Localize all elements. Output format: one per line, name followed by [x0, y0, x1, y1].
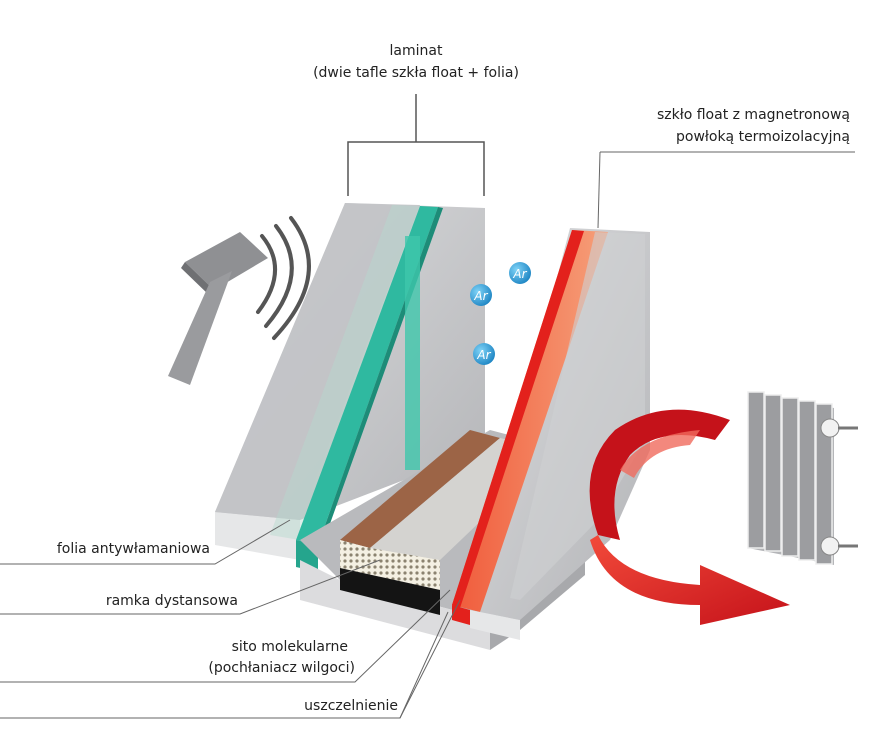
spacer-label: ramka dystansowa — [105, 593, 238, 609]
impact-waves-icon — [256, 216, 311, 340]
foil-label: folia antywłamaniowa — [56, 541, 210, 557]
leader-lines — [0, 151, 855, 719]
argon-label: Ar — [512, 267, 527, 281]
sieve-label-line2: (pochłaniacz wilgoci) — [208, 660, 355, 676]
argon-molecule: Ar — [470, 284, 492, 306]
laminate-subtitle: (dwie tafle szkła float + folia) — [313, 65, 519, 81]
anti-burglary-foil — [296, 206, 443, 572]
argon-label: Ar — [473, 289, 488, 303]
laminate-bracket — [347, 94, 485, 196]
coated-glass-label-line2: powłoką termoizolacyjną — [676, 129, 850, 145]
argon-label: Ar — [476, 348, 491, 362]
radiator-icon — [747, 391, 858, 565]
hammer-icon — [168, 232, 268, 385]
argon-molecule: Ar — [473, 343, 495, 365]
seal-label: uszczelnienie — [304, 698, 398, 714]
argon-molecule: Ar — [509, 262, 531, 284]
heat-arrow — [589, 409, 790, 625]
laminate-title: laminat — [389, 43, 443, 59]
coated-glass-label-line1: szkło float z magnetronową — [656, 107, 850, 123]
sieve-label-line1: sito molekularne — [231, 639, 348, 655]
